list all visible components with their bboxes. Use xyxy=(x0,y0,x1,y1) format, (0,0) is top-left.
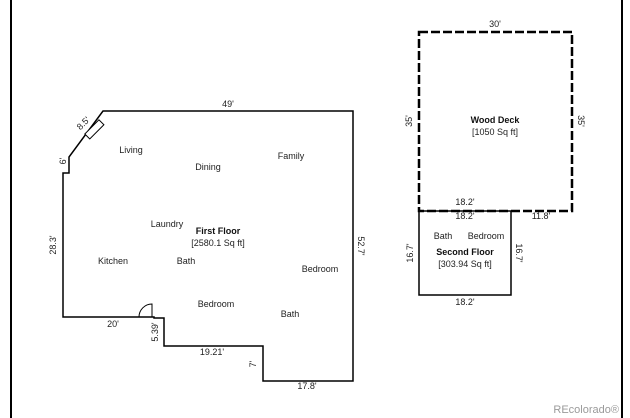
second-floor-outline xyxy=(418,210,512,296)
sf-dim-bottom: 18.2' xyxy=(455,297,475,307)
deck-dim-top: 30' xyxy=(489,19,501,29)
ff-dim-step-2: 7' xyxy=(248,360,258,367)
ff-dim-right: 52.7' xyxy=(356,236,366,256)
ff-dim-top: 49' xyxy=(222,99,234,109)
room-bedroom-1: Bedroom xyxy=(198,299,235,309)
sf-dim-left: 16.7' xyxy=(405,243,415,263)
sf-dim-right: 16.7' xyxy=(514,243,524,263)
fireplace xyxy=(84,119,105,140)
second-floor: 18.2' 16.7' 16.7' 18.2' Bath Bedroom Sec… xyxy=(405,210,524,307)
sf-dim-top: 18.2' xyxy=(455,211,475,221)
deck-dim-bottom-right: 11.8' xyxy=(532,211,551,221)
second-floor-title: Second Floor xyxy=(436,247,494,257)
ff-dim-step-mid: 19.21' xyxy=(200,347,225,357)
ff-dim-step-1: 5.39' xyxy=(150,322,160,342)
wood-deck-area: [1050 Sq ft] xyxy=(472,127,518,137)
door-arc xyxy=(138,303,153,318)
ff-dim-left: 28.3' xyxy=(48,235,58,255)
room-laundry: Laundry xyxy=(151,219,184,229)
wood-deck-outline xyxy=(417,30,574,213)
room-family: Family xyxy=(278,151,305,161)
room-bedroom-2: Bedroom xyxy=(302,264,339,274)
room-bath-1: Bath xyxy=(177,256,196,266)
first-floor-title: First Floor xyxy=(196,226,241,236)
room-dining: Dining xyxy=(195,162,221,172)
ff-dim-bottom-left: 20' xyxy=(107,319,119,329)
sf-room-bath: Bath xyxy=(434,231,453,241)
ff-dim-corner-left: 6' xyxy=(58,157,68,164)
wood-deck: 30' 35' 35' 18.2' 11.8' Wood Deck [1050 … xyxy=(404,19,586,221)
room-living: Living xyxy=(119,145,143,155)
second-floor-area: [303.94 Sq ft] xyxy=(438,259,492,269)
deck-dim-bottom-inner: 18.2' xyxy=(455,197,475,207)
wood-deck-title: Wood Deck xyxy=(471,115,521,125)
room-bath-2: Bath xyxy=(281,309,300,319)
room-kitchen: Kitchen xyxy=(98,256,128,266)
watermark: REcolorado® xyxy=(553,404,619,416)
deck-dim-left: 35' xyxy=(404,115,414,127)
first-floor: 49' 8.5' 6' 28.3' 52.7' 20' 5.39' 19.21'… xyxy=(48,99,366,391)
deck-dim-right: 35' xyxy=(576,115,586,127)
first-floor-area: [2580.1 Sq ft] xyxy=(191,238,245,248)
first-floor-outline xyxy=(62,110,354,382)
ff-dim-bottom-right: 17.8' xyxy=(297,381,317,391)
sf-room-bedroom: Bedroom xyxy=(468,231,505,241)
